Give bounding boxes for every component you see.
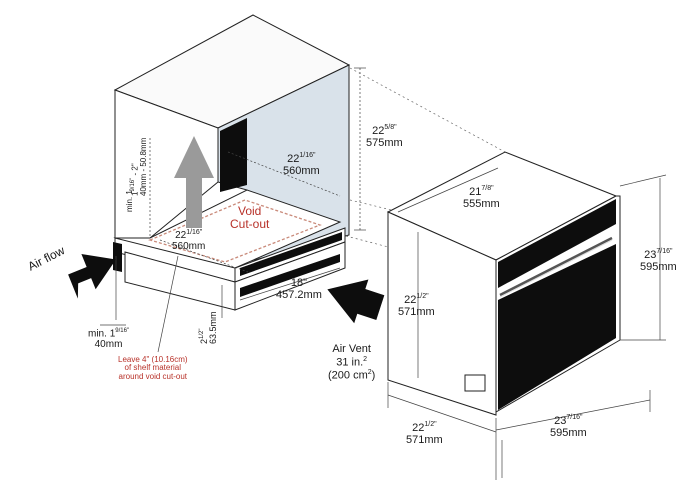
- oven-dimension-lines: [387, 167, 667, 480]
- cabinet-dimension-lines: [100, 67, 366, 353]
- dim-oven-total-height: 237/16" 595mm: [640, 248, 677, 273]
- dim-oven-depth-bottom: 221/2" 571mm: [406, 421, 443, 446]
- dim-cabinet-height: 225/8" 575mm: [366, 124, 403, 149]
- air-vent-area-cm: (200 cm2): [328, 368, 376, 382]
- dim-min-short: min. 1: [125, 190, 134, 212]
- void-label-line2: Cut-out: [230, 216, 270, 231]
- oven-control-panel: [498, 199, 616, 288]
- dim-front-vent-height: 21/2" 63.5mm: [199, 311, 219, 344]
- airflow-up-arrow: [174, 136, 214, 228]
- cabinet: [113, 14, 351, 311]
- void-label-line1: Void: [238, 204, 262, 218]
- oven-side-plate: [464, 374, 486, 392]
- cabinet-inner-shadow: [220, 118, 247, 192]
- dim-void-width: 221/16" 560mm: [172, 229, 206, 252]
- air-flow-arrow: [68, 254, 116, 299]
- dim-min-side: min. 19/16" 40mm: [88, 328, 130, 350]
- shelf-vent-slot: [240, 232, 342, 276]
- dim-oven-height-side: 221/2" 571mm: [398, 293, 435, 318]
- left-vent-strip: [113, 242, 122, 272]
- dim-oven-width-bottom: 237/16" 595mm: [550, 414, 587, 439]
- void-cutout-outline: [148, 199, 322, 263]
- shelf-note-line1: Leave 4" (10.16cm): [118, 355, 188, 364]
- oven: [386, 151, 621, 416]
- dim-front-vent-width: 18" 457.2mm: [276, 277, 322, 301]
- oven-side: [387, 211, 497, 416]
- air-vent-area-in: 31 in.2: [336, 355, 368, 369]
- oven-handle: [499, 236, 613, 297]
- oven-door-glass: [498, 244, 616, 410]
- shelf-note-line3: around void cut-out: [118, 371, 188, 381]
- air-vent-arrow: [327, 279, 385, 324]
- shelf-note-line2: of shelf material: [124, 363, 181, 373]
- dim-cabinet-inner-width: 221/16" 560mm: [283, 152, 320, 177]
- shelf-note: Leave 4" (10.16cm) of shelf material aro…: [118, 355, 188, 381]
- void-cutout-label: Void Cut-out: [230, 205, 269, 230]
- air-vent-title: Air Vent: [332, 343, 371, 355]
- air-vent-label: Air Vent 31 in.2 (200 cm2): [328, 343, 376, 382]
- dim-gap-vertical: 19/16" - 2" 40mm - 50.8mm: [130, 137, 149, 196]
- front-vent-opening: [240, 254, 340, 297]
- dim-oven-depth-top: 217/8" 555mm: [463, 185, 500, 210]
